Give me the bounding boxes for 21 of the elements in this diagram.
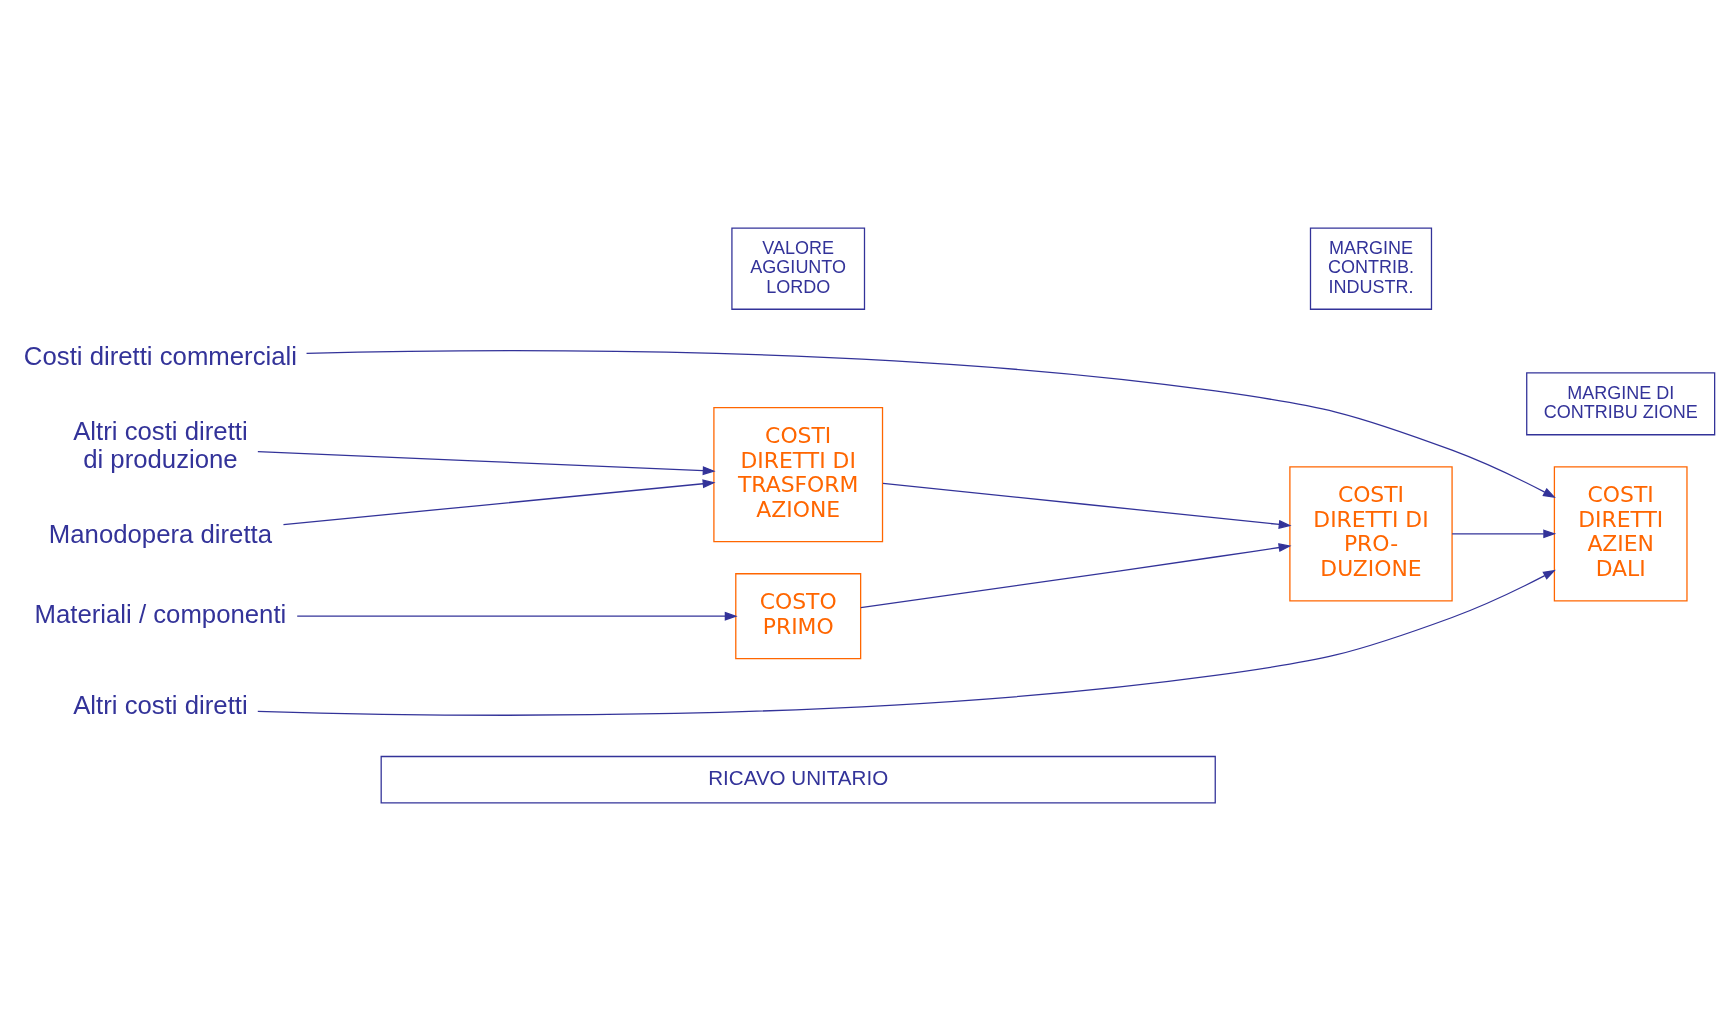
- arrow: [257, 569, 1556, 716]
- arrow: [305, 349, 1556, 498]
- node-box: RICAVO UNITARIO: [380, 755, 1216, 803]
- arrow: [282, 478, 716, 525]
- node-text: Manodopera diretta: [48, 519, 273, 548]
- node-box: COSTI DIRETTI AZIEN DALI: [1553, 465, 1688, 601]
- node-text: Altri costi diretti: [73, 690, 248, 719]
- node-box: VALORE AGGIUNTO LORDO: [731, 227, 866, 310]
- arrow: [296, 611, 738, 621]
- node-box: MARGINE CONTRIB. INDUSTR.: [1309, 227, 1433, 310]
- node-box: COSTO PRIMO: [735, 572, 862, 659]
- node-text: Materiali / componenti: [34, 599, 287, 628]
- node-text: Altri costi diretti di produzione: [73, 416, 248, 473]
- arrow: [1451, 528, 1557, 538]
- arrow: [860, 542, 1292, 608]
- node-box: MARGINE DI CONTRIBU ZIONE: [1526, 371, 1716, 435]
- node-text: Costi diretti commerciali: [23, 341, 298, 370]
- arrow: [882, 482, 1292, 529]
- arrow: [257, 450, 716, 475]
- node-box: COSTI DIRETTI DI TRASFORM AZIONE: [713, 406, 884, 542]
- node-box: COSTI DIRETTI DI PRO- DUZIONE: [1289, 465, 1453, 601]
